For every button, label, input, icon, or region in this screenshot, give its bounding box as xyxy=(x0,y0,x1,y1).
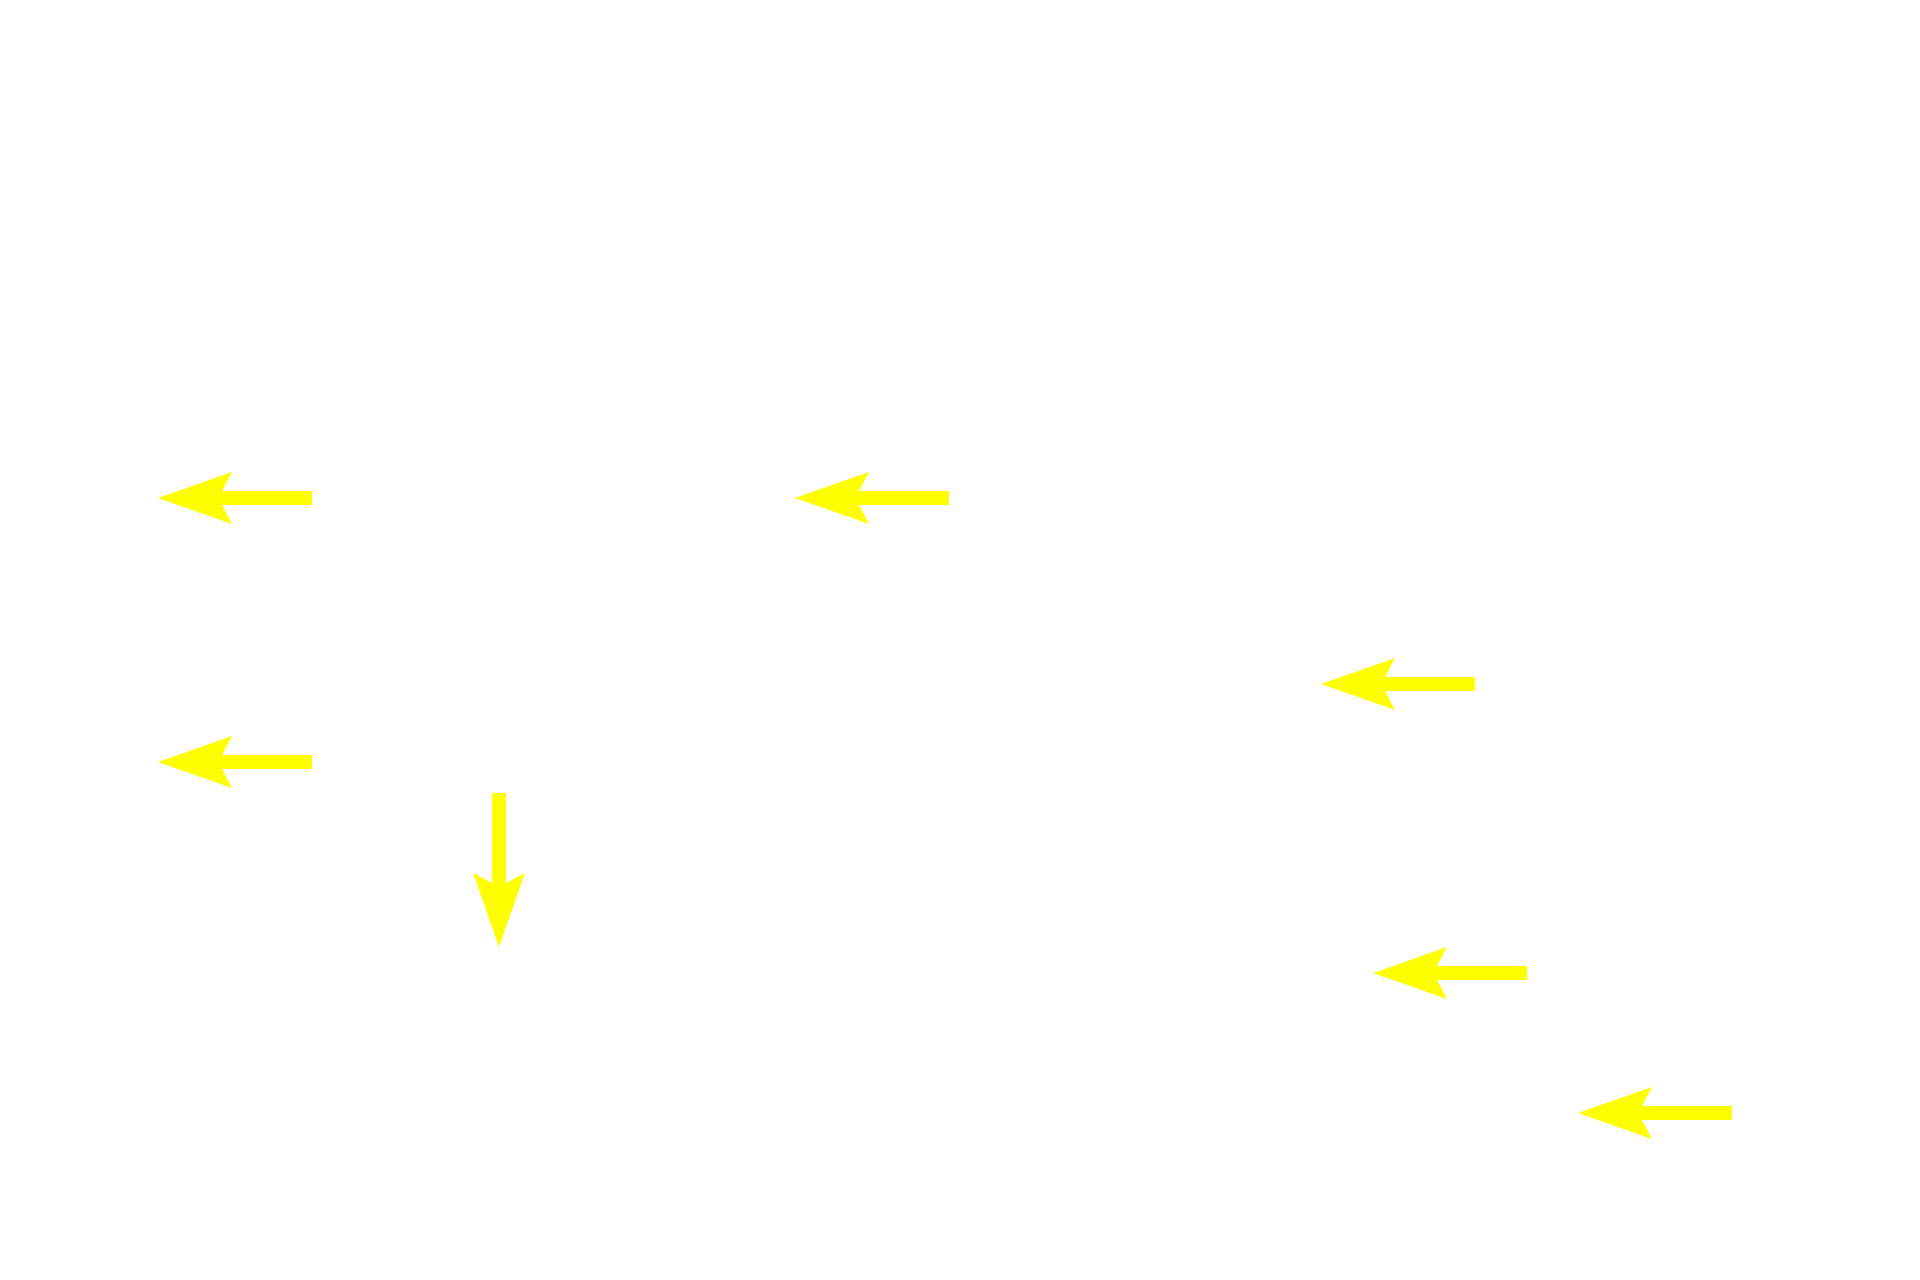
arrow-left-icon xyxy=(158,736,312,788)
arrow-down-icon xyxy=(473,793,525,947)
arrow-left-icon xyxy=(1321,658,1475,710)
arrow-left-icon xyxy=(158,472,312,524)
arrow-left-icon xyxy=(795,472,949,524)
arrow-left-icon xyxy=(1578,1087,1732,1139)
arrow-left-icon xyxy=(1373,947,1527,999)
